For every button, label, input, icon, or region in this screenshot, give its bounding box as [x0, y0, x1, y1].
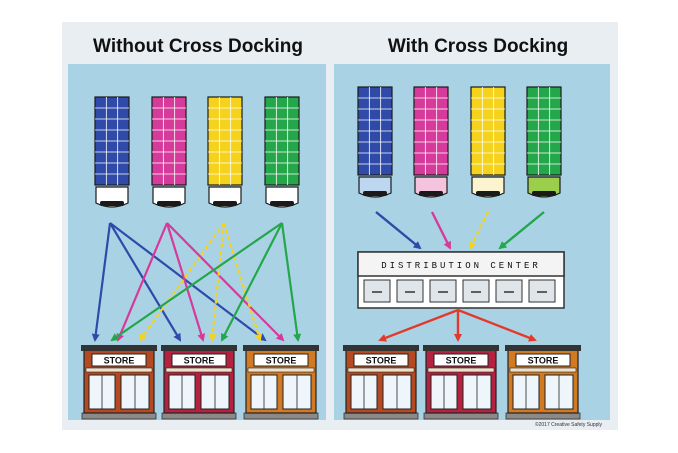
truck-left-4	[265, 97, 299, 207]
truck-right-2	[414, 87, 448, 197]
dock-door-5	[496, 280, 522, 302]
store-sign-label: STORE	[104, 356, 135, 366]
store-left-2: STORE	[161, 345, 237, 419]
right-title: With Cross Docking	[388, 36, 568, 57]
store-sign-label: STORE	[528, 356, 559, 366]
truck-left-1	[95, 97, 129, 207]
distribution-center: DISTRIBUTION CENTER	[358, 252, 564, 308]
truck-right-1	[358, 87, 392, 197]
store-sign-label: STORE	[446, 356, 477, 366]
dock-door-2	[397, 280, 423, 302]
left-stores: STORE STORE STORE	[81, 345, 319, 419]
left-title: Without Cross Docking	[93, 36, 303, 57]
store-sign-label: STORE	[184, 356, 215, 366]
store-right-1: STORE	[343, 345, 419, 419]
truck-right-4	[527, 87, 561, 197]
store-right-2: STORE	[423, 345, 499, 419]
store-left-1: STORE	[81, 345, 157, 419]
truck-right-3	[471, 87, 505, 197]
right-stores: STORE STORE STORE	[343, 345, 581, 419]
dock-door-3	[430, 280, 456, 302]
store-sign-label: STORE	[266, 356, 297, 366]
store-right-3: STORE	[505, 345, 581, 419]
dock-door-6	[529, 280, 555, 302]
store-left-3: STORE	[243, 345, 319, 419]
dock-door-1	[364, 280, 390, 302]
distribution-center-label: DISTRIBUTION CENTER	[381, 261, 541, 271]
store-sign-label: STORE	[366, 356, 397, 366]
truck-left-3	[208, 97, 242, 207]
dock-door-4	[463, 280, 489, 302]
truck-left-2	[152, 97, 186, 207]
copyright-credit: ©2017 Creative Safety Supply	[535, 421, 603, 428]
